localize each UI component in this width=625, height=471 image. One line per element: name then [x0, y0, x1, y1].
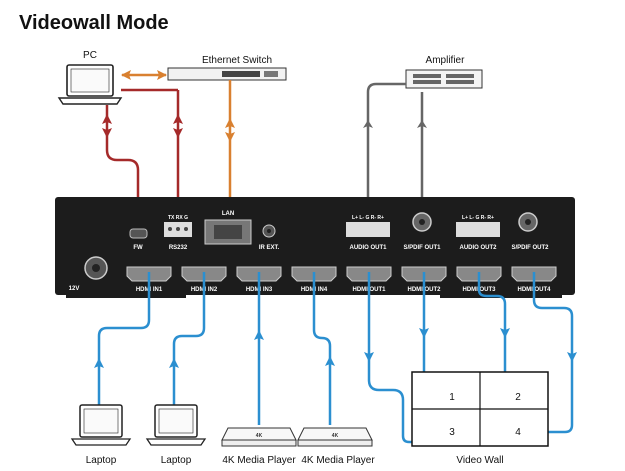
player-1-label: 4K Media Player	[222, 455, 296, 466]
spdif-out2-label: S/PDIF OUT2	[511, 245, 549, 251]
rs232-label: RS232	[169, 245, 188, 251]
arrow-icon	[121, 70, 131, 80]
arrow-icon	[225, 118, 235, 142]
arrow-icon	[157, 70, 167, 80]
laptop-1-label: Laptop	[86, 455, 117, 466]
amplifier-label: Amplifier	[426, 55, 466, 66]
power-label: 12V	[69, 286, 80, 292]
arrow-icon	[417, 120, 427, 128]
audio-out1-cable	[366, 82, 406, 232]
hdmi-in2-cable	[172, 272, 206, 405]
audio-out1-pins-label: L+ L- G R- R+	[352, 215, 384, 221]
wall-cell-4: 4	[515, 427, 521, 438]
fw-port	[129, 228, 148, 239]
wall-cell-2: 2	[515, 392, 521, 403]
hdmi-out4-cable	[532, 272, 574, 434]
video-wall-label: Video Wall	[456, 455, 503, 466]
spdif-out1-label: S/PDIF OUT1	[403, 245, 441, 251]
laptop-2-label: Laptop	[161, 455, 192, 466]
ir-ext-label: IR EXT.	[259, 245, 280, 251]
media-player-icon	[297, 427, 373, 447]
audio-out2-port	[456, 222, 500, 237]
lan-label: LAN	[222, 211, 234, 217]
media-player-icon	[221, 427, 297, 447]
fw-label: FW	[133, 245, 143, 251]
hdmi-cables	[97, 272, 574, 444]
laptop-icon	[145, 404, 207, 446]
arrow-icon	[363, 120, 373, 128]
wall-cell-1: 1	[449, 392, 455, 403]
wall-cell-3: 3	[449, 427, 455, 438]
audio-out1-port	[346, 222, 390, 237]
audio-out1-label: AUDIO OUT1	[349, 245, 387, 251]
ethernet-switch-label: Ethernet Switch	[202, 55, 272, 66]
pc-label: PC	[83, 50, 97, 61]
player-1-badge: 4K	[256, 433, 263, 439]
hdmi-out1-cable	[367, 272, 414, 444]
hdmi-out3-cable	[477, 272, 507, 372]
device-rear-panel	[55, 197, 575, 298]
hdmi-in4-cable	[312, 272, 332, 425]
pc-laptop-icon	[57, 64, 123, 105]
laptop-icon	[70, 404, 132, 446]
fw-cable	[105, 105, 140, 232]
amplifier-icon	[405, 69, 483, 89]
ethernet-switch-icon	[167, 67, 287, 81]
hdmi-in1-cable	[97, 272, 151, 405]
page-title: Videowall Mode	[19, 12, 169, 34]
player-2-label: 4K Media Player	[301, 455, 375, 466]
lan-port	[204, 219, 252, 245]
audio-out2-label: AUDIO OUT2	[459, 245, 497, 251]
video-wall	[411, 371, 549, 447]
rs232-pins-label: TX RX G	[168, 215, 188, 221]
audio-out2-pins-label: L+ L- G R- R+	[462, 215, 494, 221]
arrow-icon	[102, 114, 183, 138]
arrow-icon	[94, 328, 577, 368]
player-2-badge: 4K	[332, 433, 339, 439]
